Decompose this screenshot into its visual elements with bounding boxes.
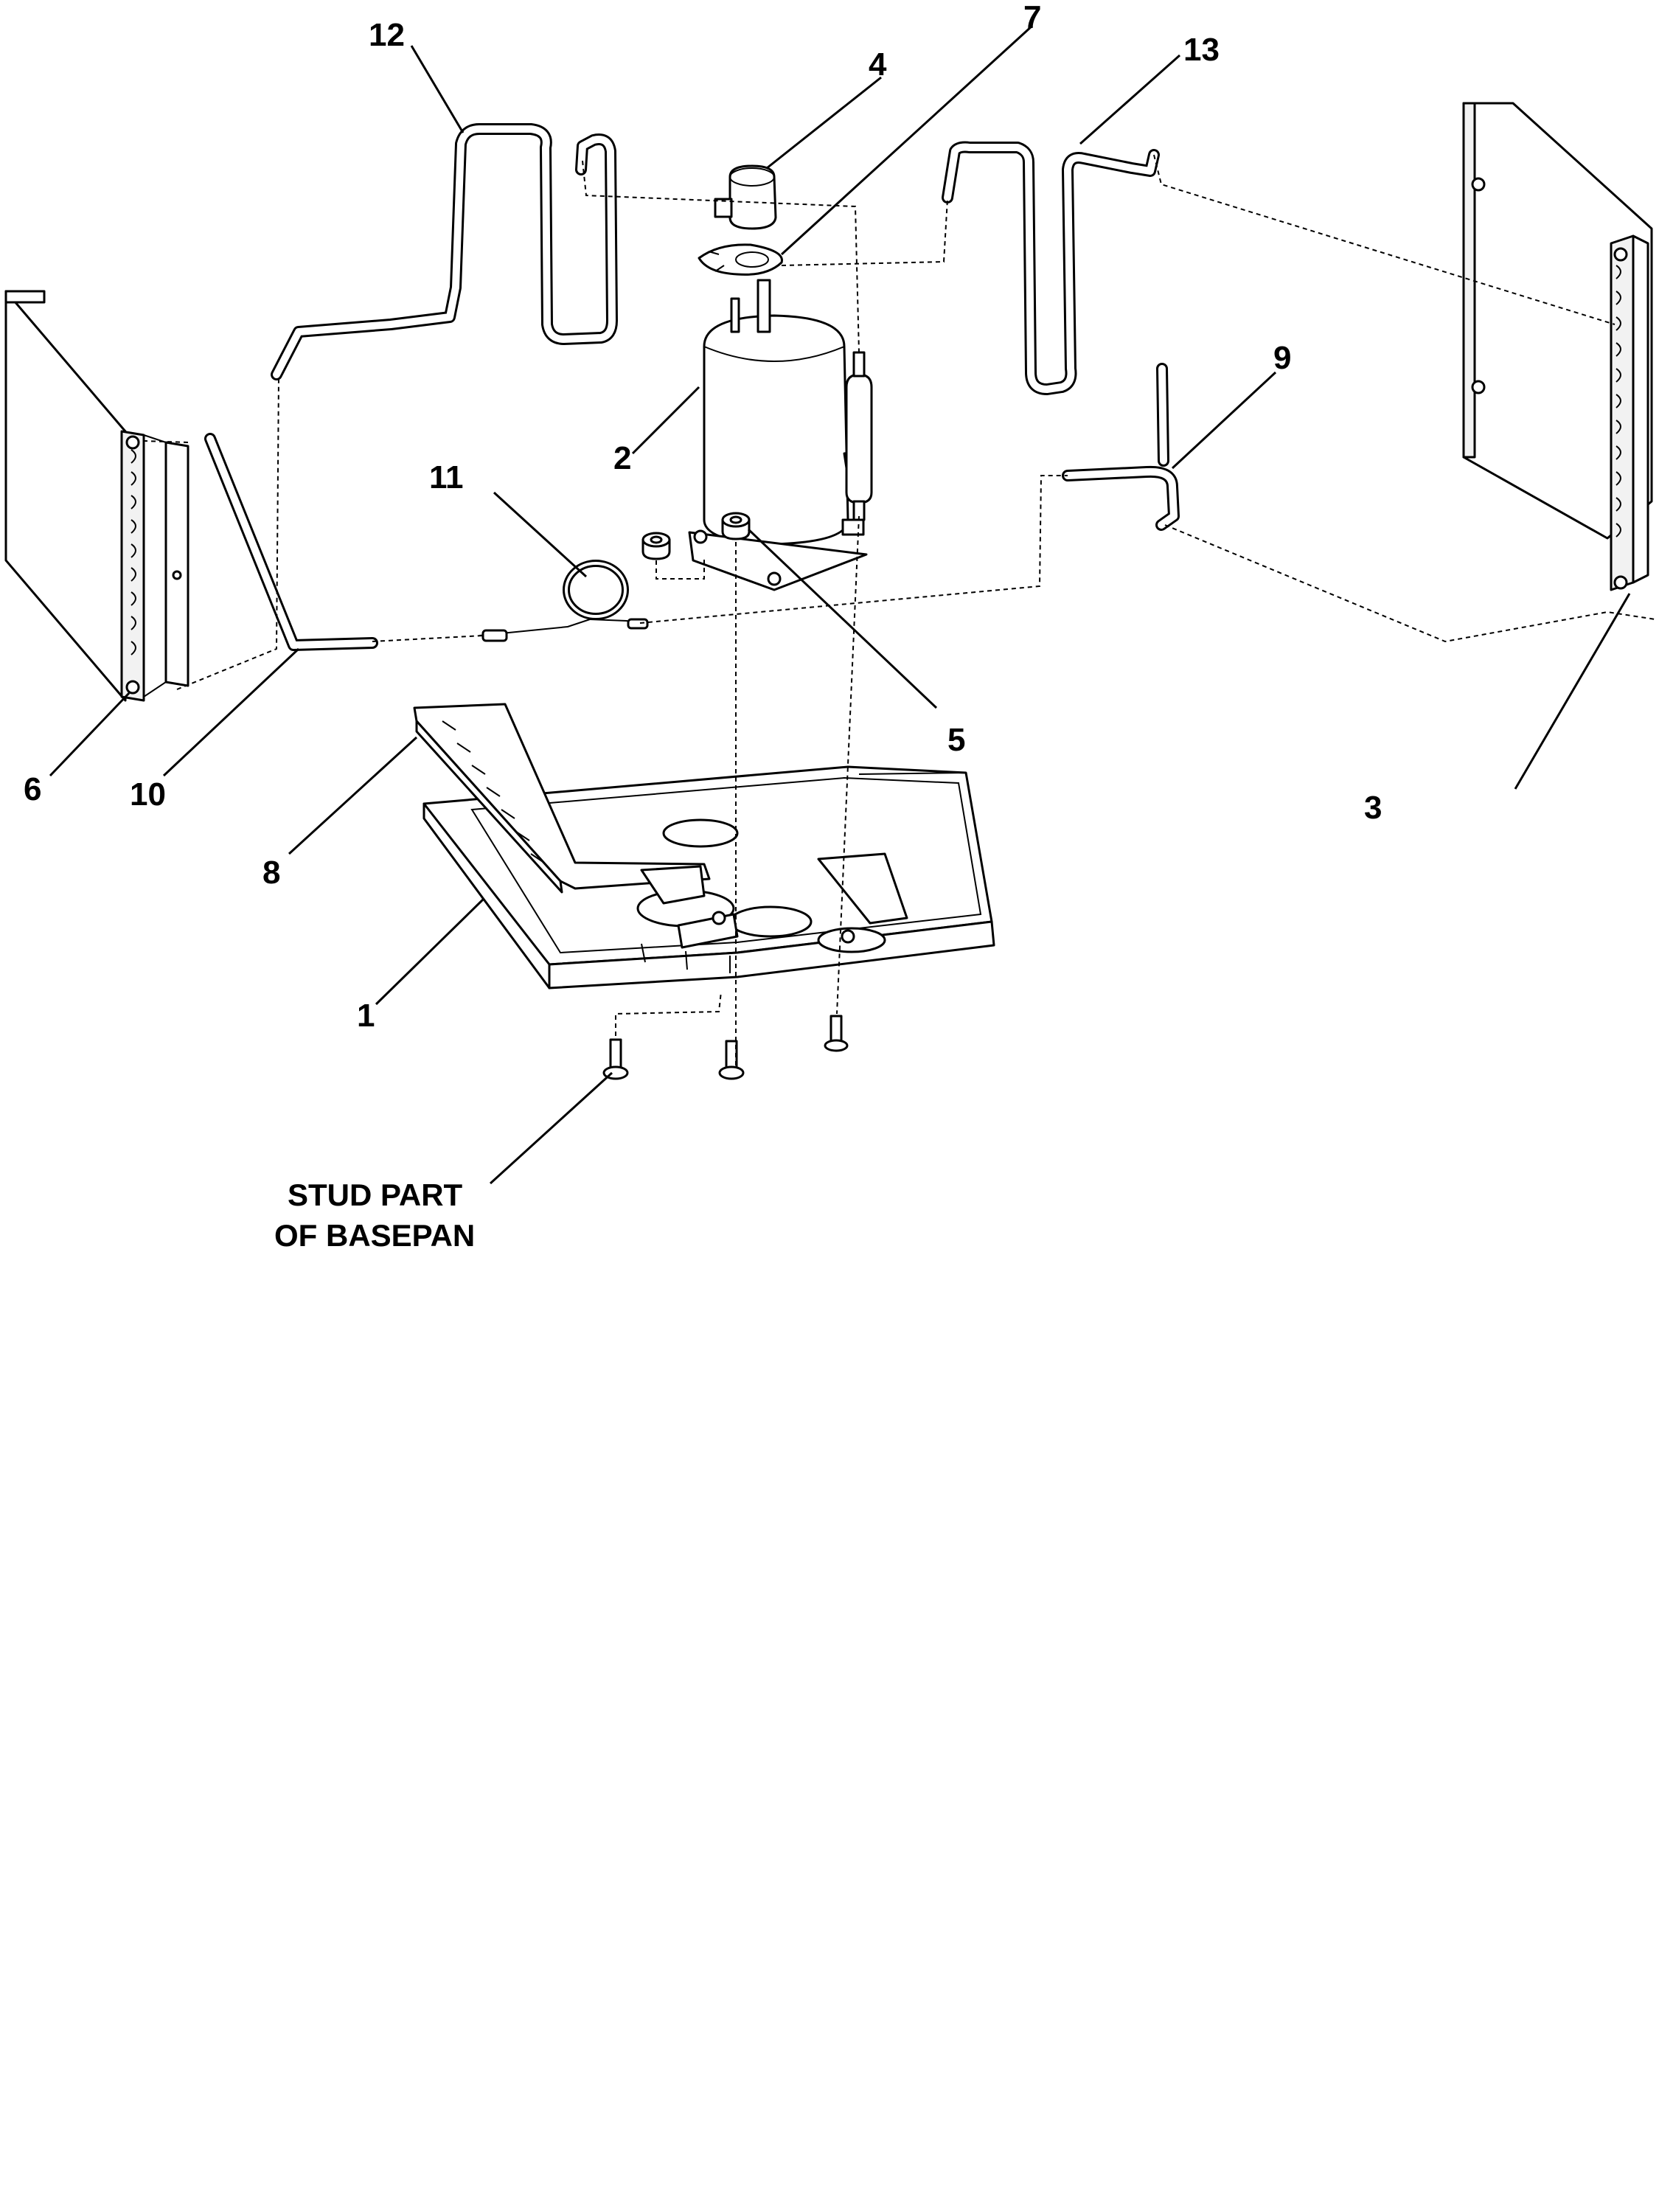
bracket-part — [413, 703, 711, 905]
compressor-part — [688, 279, 873, 591]
grommet-part — [641, 512, 751, 560]
callout-8: 8 — [262, 855, 280, 891]
left-coil-part — [4, 290, 189, 702]
callout-12: 12 — [369, 17, 405, 53]
stud-note: STUD PART OF BASEPAN — [274, 1178, 475, 1253]
callout-5: 5 — [947, 722, 965, 758]
right-coil-part — [1462, 102, 1653, 591]
gasket-part — [698, 243, 783, 276]
callout-3: 3 — [1364, 790, 1382, 826]
capillary-coil-part — [479, 560, 649, 642]
stud-part — [602, 1015, 849, 1080]
assembly-lines — [143, 154, 1656, 1065]
terminal-cover-part — [714, 164, 777, 230]
leader-lines — [49, 24, 1631, 1185]
callout-7: 7 — [1023, 0, 1041, 35]
stud-note-line-1: STUD PART — [288, 1178, 463, 1212]
tube-10-part — [204, 433, 378, 651]
stud-note-line-2: OF BASEPAN — [274, 1218, 475, 1253]
callout-labels: 12 4 7 13 9 11 2 5 6 10 3 8 1 — [24, 0, 1382, 1034]
callout-4: 4 — [869, 46, 887, 83]
tube-9-part — [1062, 363, 1180, 531]
callout-10: 10 — [130, 776, 166, 813]
callout-11: 11 — [429, 459, 464, 495]
tube-12-part — [271, 123, 618, 380]
callout-13: 13 — [1183, 32, 1220, 68]
tube-13-part — [942, 141, 1160, 395]
callout-1: 1 — [357, 998, 375, 1034]
callout-6: 6 — [24, 771, 41, 807]
callout-9: 9 — [1273, 340, 1291, 376]
callout-2: 2 — [613, 440, 631, 476]
